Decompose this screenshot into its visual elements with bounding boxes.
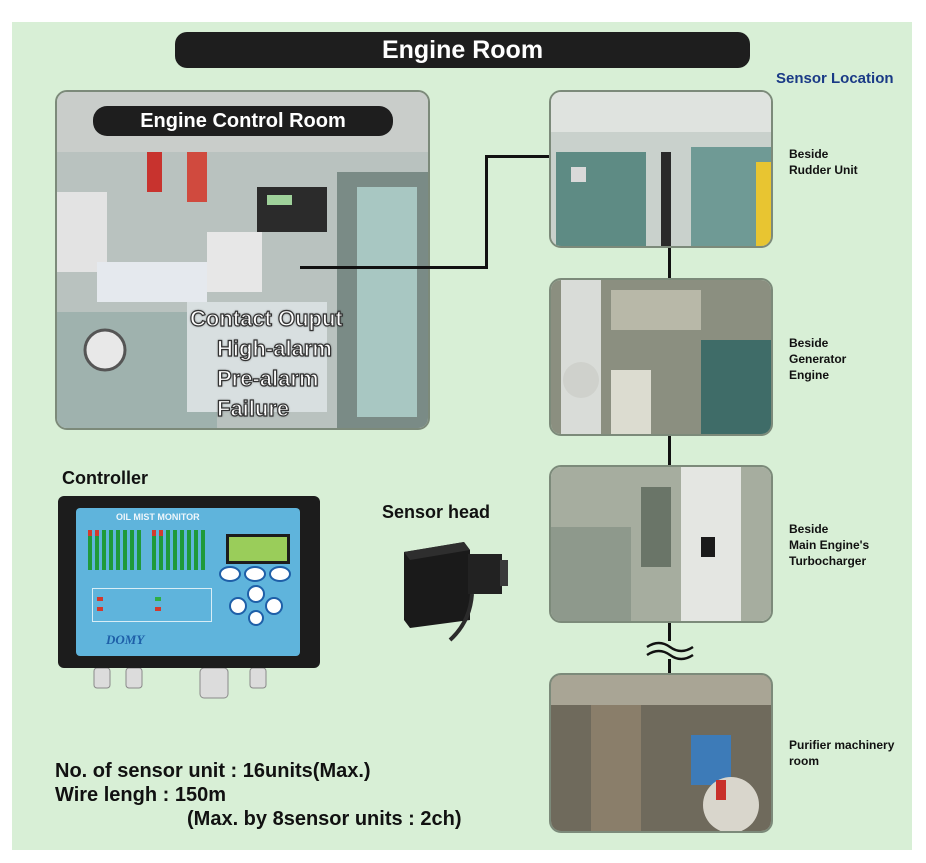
engine-control-room-label: Engine Control Room	[93, 106, 393, 136]
turbocharger-label-line-2: Main Engine's	[789, 538, 870, 552]
high-alarm-led	[97, 597, 103, 601]
contact-output-line: Contact Ouput	[189, 305, 343, 331]
spec-wire-length: Wire lengh : 150m	[55, 784, 226, 806]
ok-led	[155, 597, 161, 601]
generator-label-line-2: Generator	[789, 352, 847, 366]
rudder-label-line-1: Beside	[789, 147, 829, 161]
turbocharger-label-line-1: Beside	[789, 522, 829, 536]
break-symbol	[645, 641, 695, 661]
controller-cable-glands	[93, 668, 267, 699]
sensor-chain-line	[668, 247, 671, 677]
generator-label-line-1: Beside	[789, 336, 829, 350]
purifier-label-line-2: room	[789, 754, 819, 768]
purifier-room-photo	[549, 673, 773, 833]
controller-brand: DOMY	[106, 632, 145, 647]
controller-alarm-indicators	[92, 588, 212, 622]
spec-max-units: (Max. by 8sensor units : 2ch)	[187, 808, 462, 830]
controller-led-bars	[88, 530, 205, 570]
pre-alarm-led	[97, 607, 103, 611]
connector-horizontal-upper	[485, 155, 550, 158]
purifier-label-line-1: Purifier machinery	[789, 738, 895, 752]
connector-horizontal-lower	[300, 266, 488, 269]
spec-sensor-units: No. of sensor unit : 16units(Max.)	[55, 760, 371, 782]
purifier-location-label: Purifier machinery room	[789, 737, 919, 769]
turbocharger-photo	[549, 465, 773, 623]
controller-panel-heading: OIL MIST MONITOR	[116, 512, 200, 522]
engine-control-room-photo	[55, 90, 430, 430]
sensor-location-title: Sensor Location	[776, 70, 894, 87]
controller-device: OIL MIST MONITOR DOMY	[58, 496, 320, 668]
turbocharger-location-label: Beside Main Engine's Turbocharger	[789, 521, 919, 569]
pre-alarm-line: Pre-alarm	[216, 365, 319, 391]
failure-line: Failure	[216, 395, 290, 421]
generator-location-label: Beside Generator Engine	[789, 335, 919, 383]
generator-label-line-3: Engine	[789, 368, 830, 382]
generator-engine-photo	[549, 278, 773, 436]
system-failure-led	[155, 607, 161, 611]
sensor-head-title: Sensor head	[382, 502, 491, 522]
rudder-location-label: Beside Rudder Unit	[789, 146, 919, 178]
controller-lcd-display	[226, 534, 290, 564]
engine-room-banner: Engine Room	[175, 32, 750, 68]
high-alarm-line: High-alarm	[216, 335, 332, 361]
rudder-label-line-2: Rudder Unit	[789, 163, 858, 177]
controller-keypad	[219, 566, 291, 626]
controller-faceplate: OIL MIST MONITOR DOMY	[76, 508, 300, 656]
controller-title: Controller	[62, 468, 149, 488]
sensor-head-device	[404, 542, 508, 642]
connector-vertical-mid	[485, 155, 488, 269]
rudder-unit-photo	[549, 90, 773, 248]
turbocharger-label-line-3: Turbocharger	[789, 554, 867, 568]
